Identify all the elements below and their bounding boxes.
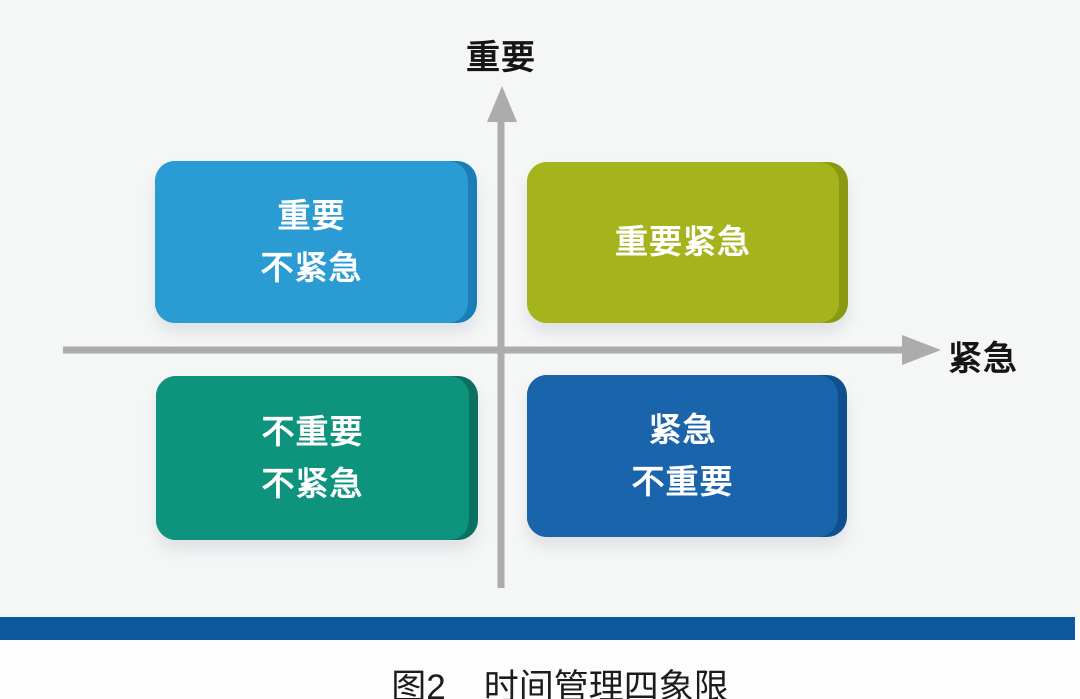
quadrant-face: 重要紧急 — [527, 162, 839, 323]
figure-caption: 图2 时间管理四象限 — [391, 659, 728, 699]
quadrant-important-not-urgent: 重要 不紧急 — [155, 161, 477, 323]
y-axis-label: 重要 — [466, 39, 536, 77]
quadrant-label-line: 不紧急 — [261, 465, 364, 502]
quadrant-not-important-not-urgent: 不重要 不紧急 — [156, 376, 478, 540]
quadrant-label-line: 紧急 — [648, 410, 717, 448]
divider-bar — [0, 617, 1075, 640]
quadrant-face: 不重要 不紧急 — [156, 376, 469, 540]
x-axis-label: 紧急 — [948, 340, 1018, 378]
quadrant-face: 紧急 不重要 — [527, 375, 838, 537]
quadrant-label-line: 重要紧急 — [615, 223, 751, 261]
quadrant-label-line: 不重要 — [261, 412, 364, 450]
quadrant-label-line: 重要 — [277, 196, 346, 234]
right-arrow-icon — [902, 335, 941, 365]
quadrant-urgent-not-important: 紧急 不重要 — [527, 375, 847, 537]
figure-number: 图2 — [391, 668, 446, 699]
quadrant-label-line: 不重要 — [631, 463, 734, 500]
figure-title: 时间管理四象限 — [483, 668, 729, 699]
quadrant-face: 重要 不紧急 — [155, 161, 468, 323]
quadrant-label-line: 不紧急 — [260, 249, 363, 286]
quadrant-important-urgent: 重要紧急 — [527, 162, 848, 323]
up-arrow-icon — [487, 86, 517, 122]
